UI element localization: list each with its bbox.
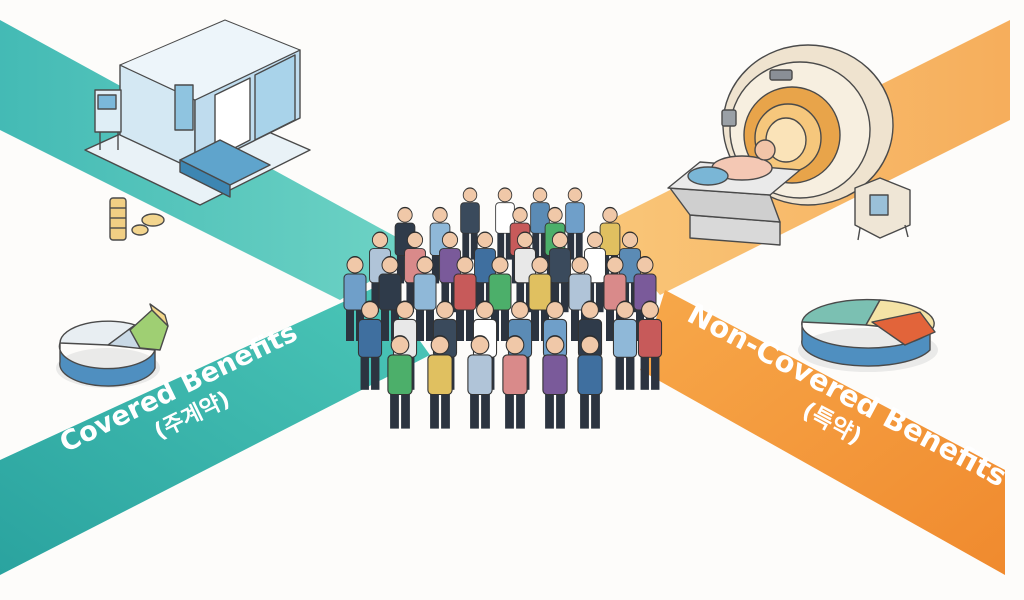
noncovered-band-lower bbox=[640, 290, 1005, 575]
crowd-of-people-icon bbox=[343, 187, 663, 429]
person-figure bbox=[577, 335, 603, 429]
right-pie-chart-icon bbox=[798, 298, 938, 372]
person-figure bbox=[502, 335, 528, 429]
person-figure bbox=[427, 335, 453, 429]
person-figure bbox=[637, 300, 663, 390]
person-figure bbox=[530, 187, 550, 260]
person-figure bbox=[467, 335, 493, 429]
person-figure bbox=[357, 300, 383, 390]
person-figure bbox=[460, 187, 480, 260]
mri-scanner-icon bbox=[667, 44, 894, 246]
person-figure bbox=[565, 187, 585, 260]
person-figure bbox=[387, 335, 413, 429]
coin-stack-icon bbox=[109, 197, 165, 241]
person-figure bbox=[453, 256, 477, 341]
covered-band-lower bbox=[0, 285, 430, 575]
hospital-room-icon bbox=[84, 19, 311, 206]
medical-device-icon bbox=[854, 177, 911, 241]
person-figure bbox=[495, 187, 515, 260]
left-pie-chart-icon bbox=[56, 303, 169, 388]
person-figure bbox=[549, 231, 571, 313]
person-figure bbox=[619, 231, 641, 313]
person-figure bbox=[542, 335, 568, 429]
person-figure bbox=[612, 300, 638, 390]
person-figure bbox=[413, 256, 437, 341]
